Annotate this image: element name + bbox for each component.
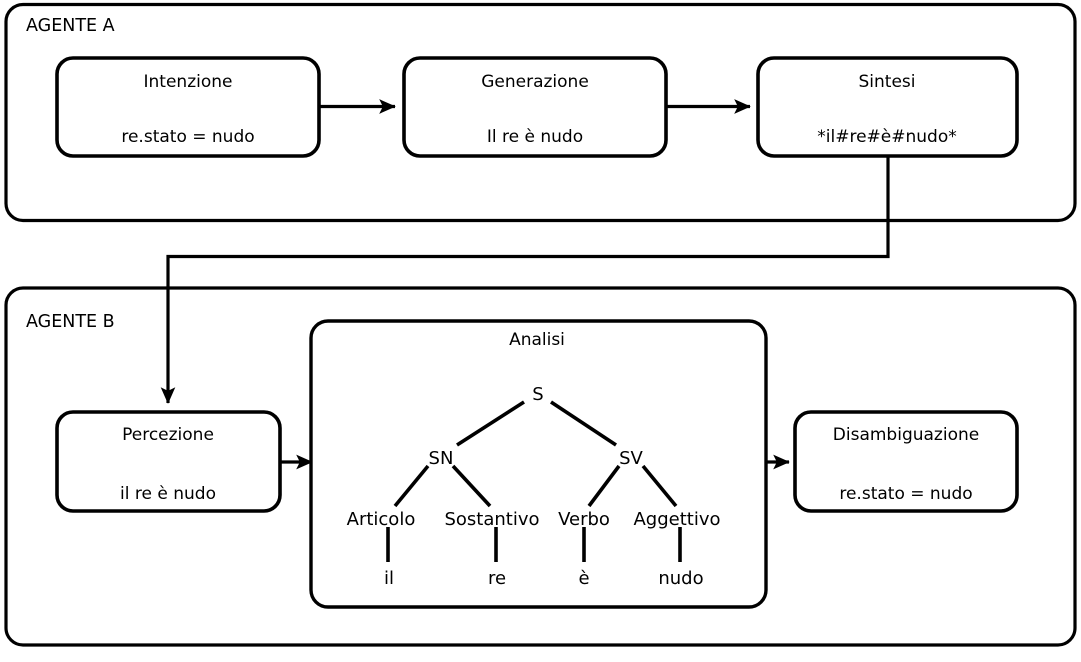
node-intenzione-value: re.stato = nudo [121, 127, 254, 147]
tree-word-re: re [488, 568, 506, 589]
node-generazione-value: Il re è nudo [487, 127, 583, 147]
tree-word-nudo: nudo [658, 568, 703, 589]
agent-b-frame [4, 286, 1077, 647]
tree-node-verbo: Verbo [558, 509, 610, 530]
tree-edge-sv-verbo [587, 464, 621, 508]
node-disambiguazione[interactable] [793, 410, 1019, 513]
tree-node-s: S [532, 384, 543, 405]
connector-sintesi-percezione [160, 156, 890, 404]
subbox-analisi[interactable] [309, 319, 768, 609]
node-generazione[interactable] [402, 56, 668, 158]
node-generazione-title: Generazione [481, 72, 589, 92]
tree-node-aggettivo: Aggettivo [633, 509, 720, 530]
tree-edge-s-sv [550, 400, 617, 447]
node-sintesi-value: *il#re#è#nudo* [817, 127, 956, 147]
node-intenzione-title: Intenzione [144, 72, 233, 92]
tree-word-il: il [384, 568, 394, 589]
tree-edge-sn-articolo [393, 464, 430, 508]
tree-node-sn: SN [429, 448, 454, 469]
tree-edge-sv-aggettivo [641, 464, 678, 508]
tree-edge-s-sn [456, 400, 525, 447]
agent-b-label: AGENTE B [26, 312, 115, 332]
node-percezione-title: Percezione [122, 425, 214, 445]
subbox-analisi-title: Analisi [509, 330, 565, 350]
node-intenzione[interactable] [55, 56, 321, 158]
node-percezione-value: il re è nudo [120, 484, 216, 504]
node-disambiguazione-value: re.stato = nudo [839, 484, 972, 504]
node-sintesi-title: Sintesi [859, 72, 916, 92]
node-disambiguazione-title: Disambiguazione [833, 425, 979, 445]
agent-a-frame [4, 2, 1077, 223]
agent-a-label: AGENTE A [26, 16, 115, 36]
tree-word-e: è [578, 568, 589, 589]
tree-edge-sn-sostantivo [451, 464, 492, 508]
tree-node-sv: SV [619, 448, 643, 469]
tree-node-sostantivo: Sostantivo [444, 509, 539, 530]
tree-node-articolo: Articolo [347, 509, 416, 530]
